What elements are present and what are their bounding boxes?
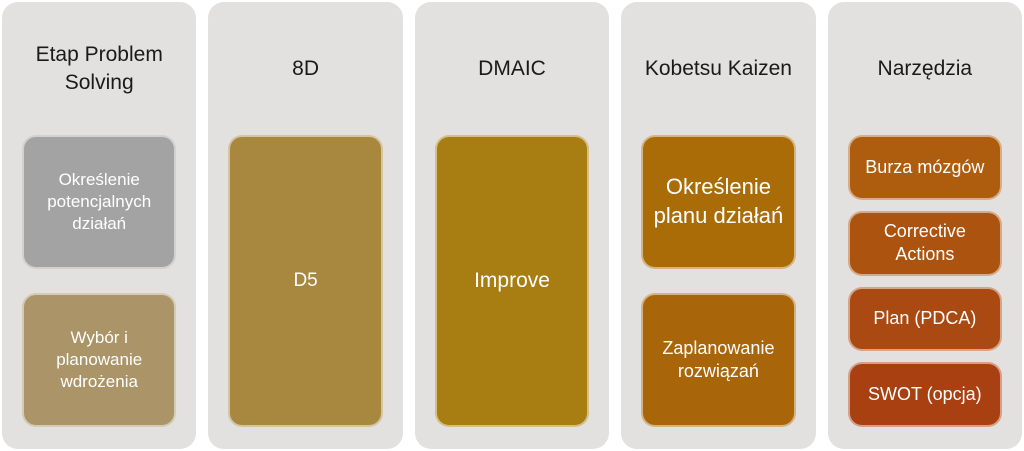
column-header-narzedzia: Narzędzia (877, 56, 973, 80)
tool-box-plan-pdca: Plan (PDCA) (847, 286, 1003, 352)
tool-box-label: SWOT (opcja) (867, 383, 982, 404)
stage-box-improve: Improve (434, 135, 590, 427)
stage-box-okreslenie-planu-dzialan: Określenie planu działań (641, 135, 796, 269)
column-header-etap-problem-solving: Etap Problem Solving (35, 43, 163, 94)
stage-box-label: D5 (293, 269, 318, 291)
stage-box-okreslenie-potencjalnych-dzialan: Określenie potencjalnych działań (22, 135, 177, 269)
stage-box-d5: D5 (228, 135, 383, 427)
stage-box-label: Improve (474, 269, 550, 293)
column-header-8d: 8D (292, 56, 320, 80)
column-dmaic: DMAIC Improve (414, 2, 610, 449)
column-boxes: Określenie potencjalnych działań Wybór i… (2, 135, 196, 449)
tool-box-label: Burza mózgów (865, 156, 985, 177)
stage-box-wybor-i-planowanie-wdrozenia: Wybór i planowanie wdrożenia (22, 293, 177, 427)
column-header-kobetsu-kaizen: Kobetsu Kaizen (644, 56, 792, 80)
column-boxes: Określenie planu działań Zaplanowanie ro… (621, 135, 815, 449)
stage-box-label: Określenie potencjalnych działań (47, 169, 152, 234)
tool-box-swot-opcja: SWOT (opcja) (847, 362, 1003, 427)
column-8d: 8D D5 (208, 2, 403, 449)
tool-box-corrective-actions: Corrective Actions (847, 210, 1003, 276)
column-narzedzia: Narzędzia Burza mózgów Corrective Action… (827, 2, 1023, 449)
column-kobetsu-kaizen: Kobetsu Kaizen Określenie planu działań … (621, 2, 816, 449)
stage-box-label: Określenie planu działań (653, 174, 784, 228)
column-boxes: Burza mózgów Corrective Actions Plan (PD… (828, 135, 1022, 449)
column-boxes: Improve (415, 135, 609, 449)
tool-box-burza-mozgow: Burza mózgów (847, 135, 1003, 200)
column-boxes: D5 (208, 135, 402, 449)
column-etap-problem-solving: Etap Problem Solving Określenie potencja… (2, 2, 197, 449)
tool-box-label: Plan (PDCA) (873, 308, 977, 329)
stage-box-label: Zaplanowanie rozwiązań (662, 337, 775, 381)
column-header-dmaic: DMAIC (478, 56, 546, 80)
stage-box-label: Wybór i planowanie wdrożenia (56, 327, 143, 392)
tool-box-label: Corrective Actions (883, 220, 966, 265)
stage-box-zaplanowanie-rozwiazan: Zaplanowanie rozwiązań (641, 293, 796, 427)
